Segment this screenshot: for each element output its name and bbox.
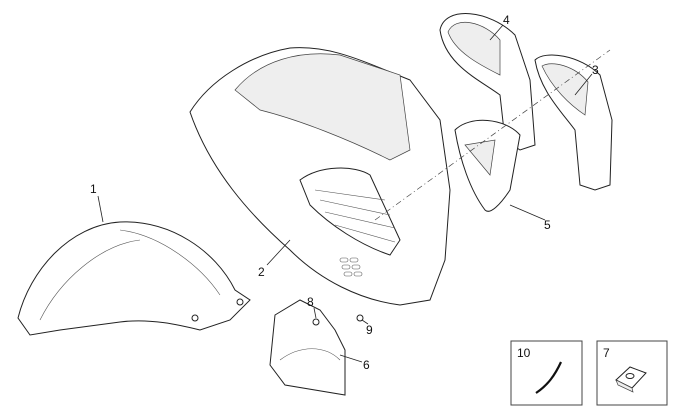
part-mud-flap[interactable] — [269, 299, 346, 396]
part-clip-nut — [615, 366, 647, 393]
callout-8: 8 — [307, 295, 314, 309]
callout-6: 6 — [363, 358, 370, 372]
callout-leaders — [97, 24, 593, 363]
part-air-duct-right[interactable] — [534, 54, 613, 191]
callout-7: 7 — [603, 346, 610, 360]
part-screw-8[interactable] — [312, 318, 320, 326]
callout-5: 5 — [544, 218, 551, 232]
callout-9: 9 — [366, 323, 373, 337]
callout-1: 1 — [90, 182, 97, 196]
callout-10: 10 — [517, 346, 531, 360]
part-washer-9[interactable] — [356, 314, 364, 322]
assembly-line — [374, 49, 611, 221]
part-cable-tie — [535, 361, 562, 394]
part-front-shield[interactable] — [189, 47, 451, 306]
part-mesh-grille[interactable] — [454, 119, 521, 212]
callout-4: 4 — [503, 13, 510, 27]
part-front-mudguard[interactable] — [17, 221, 251, 336]
part-air-duct-left[interactable] — [439, 13, 536, 151]
detail-box-10[interactable]: 10 — [510, 340, 583, 406]
callout-2: 2 — [258, 265, 265, 279]
callout-3: 3 — [592, 63, 599, 77]
detail-box-7[interactable]: 7 — [596, 340, 668, 406]
